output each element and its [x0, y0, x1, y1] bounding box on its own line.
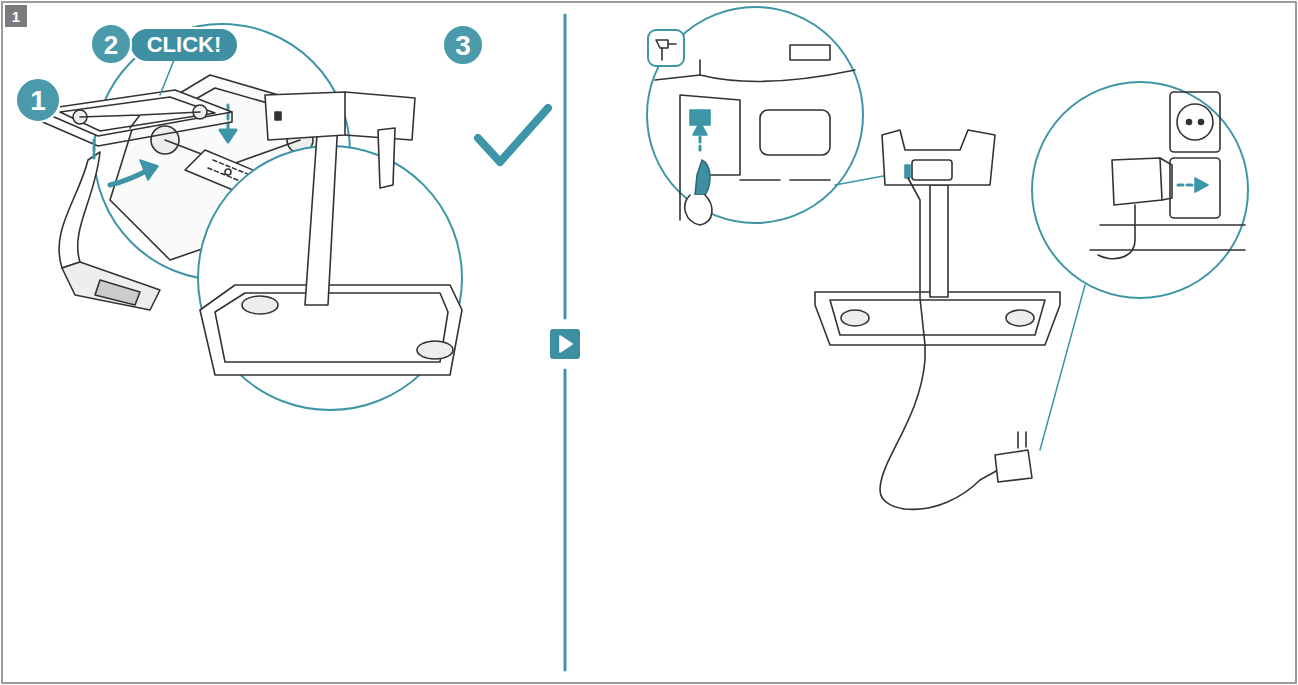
divider — [564, 15, 567, 318]
check-mark — [478, 108, 548, 162]
zoom-circle — [1032, 82, 1248, 298]
leader-line — [1040, 285, 1085, 450]
panel-number: 1 — [12, 9, 20, 24]
assembled-stand — [200, 92, 462, 375]
click-label: CLICK! — [147, 34, 222, 56]
step-circle — [91, 24, 131, 64]
divider — [564, 370, 567, 670]
callout-number: 3 — [455, 32, 471, 60]
leg-part — [59, 152, 160, 310]
zoom-circle — [647, 7, 863, 223]
wall-socket-detail — [1090, 92, 1245, 259]
insert-arrow — [93, 140, 96, 158]
step-circle — [443, 25, 483, 65]
step-circle — [16, 78, 60, 122]
connector-detail — [655, 45, 855, 225]
tray-part — [38, 45, 232, 146]
callout-number: 2 — [104, 32, 118, 58]
callout-number: 1 — [30, 87, 46, 115]
plug-icon — [656, 40, 676, 60]
panel-tag — [5, 5, 27, 27]
click-pill — [130, 28, 238, 62]
next-marker — [560, 336, 572, 352]
stand-with-cable — [815, 130, 1060, 509]
push-arrow — [110, 160, 158, 185]
plug-icon — [648, 30, 684, 66]
next-marker — [550, 329, 580, 359]
